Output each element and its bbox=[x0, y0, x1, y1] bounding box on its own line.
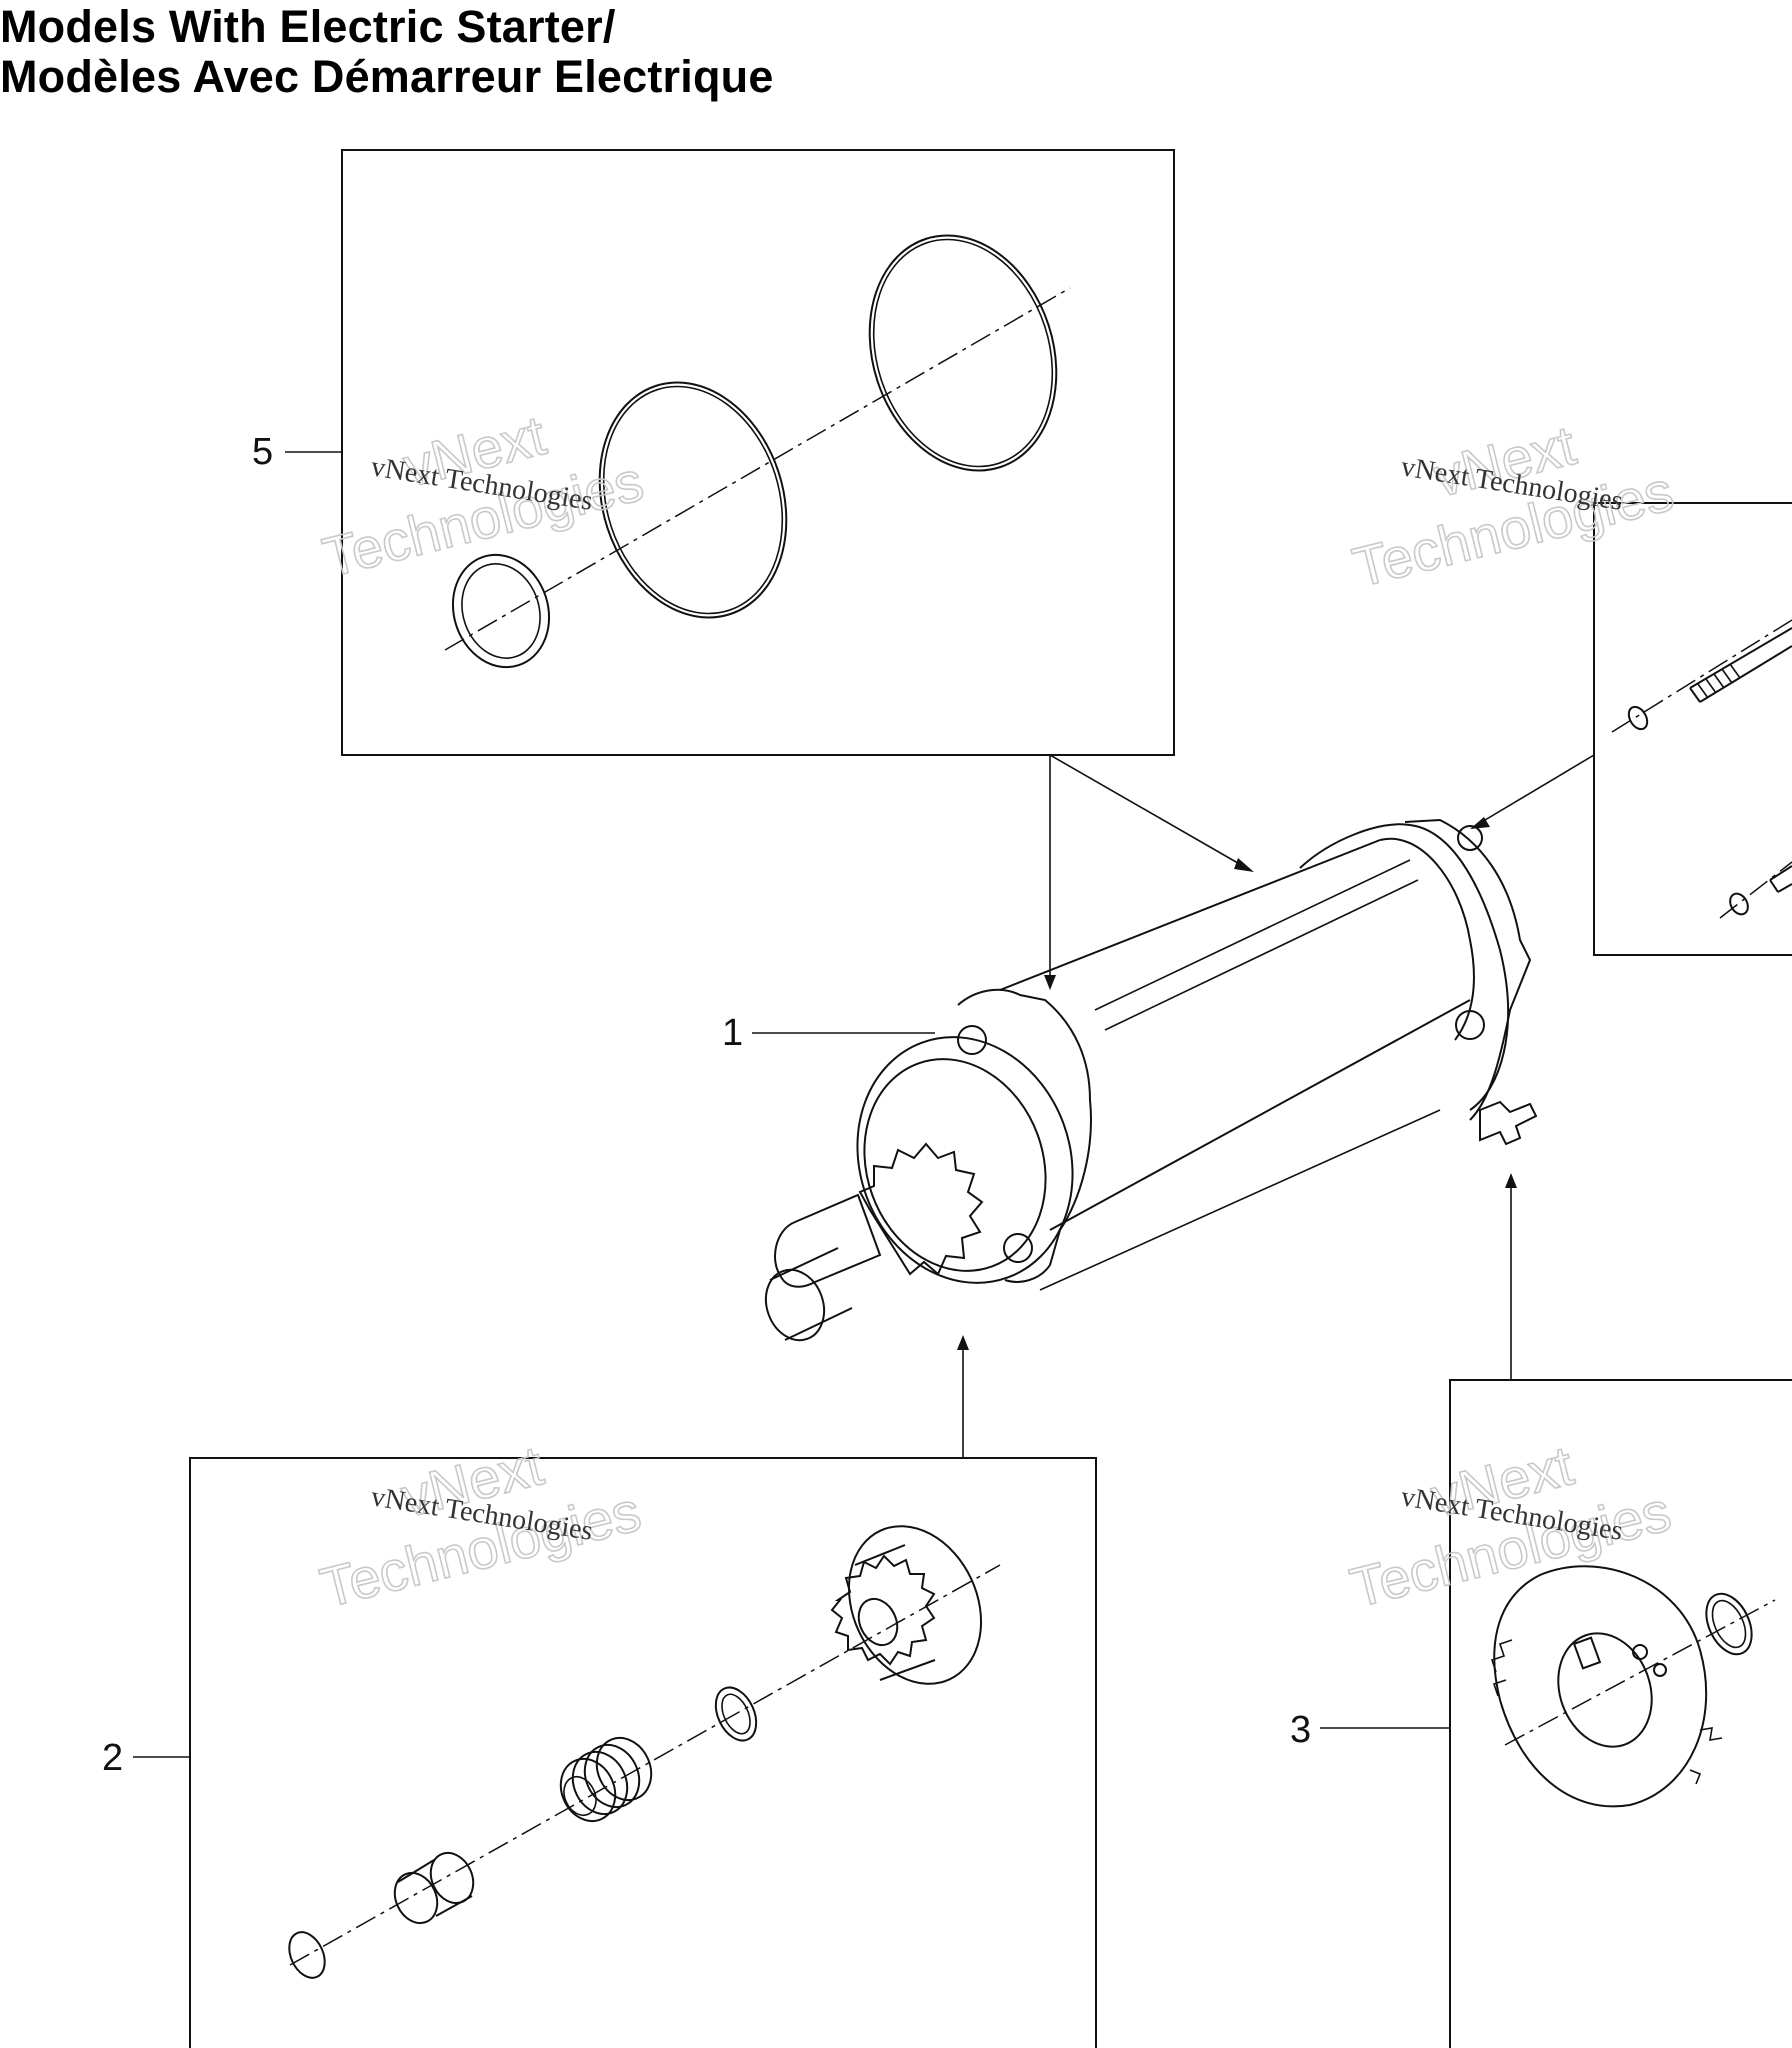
leader-lines bbox=[133, 451, 1595, 1758]
pinion-gear bbox=[830, 1525, 983, 1685]
callout-3: 3 bbox=[1290, 1709, 1311, 1751]
starter-motor bbox=[764, 818, 1538, 1342]
arrow-2-head bbox=[957, 1335, 969, 1350]
title-line-english: Models With Electric Starter/ bbox=[0, 1, 616, 52]
upper-washer bbox=[1627, 705, 1649, 731]
page-title: Models With Electric Starter/ Modèles Av… bbox=[0, 2, 774, 102]
callout-1: 1 bbox=[722, 1012, 743, 1054]
lower-washer bbox=[1729, 892, 1749, 916]
small-sealing-ring bbox=[451, 553, 551, 669]
detail-box-2 bbox=[189, 1457, 1097, 2048]
drive-spring bbox=[559, 1736, 653, 1823]
small-sealing-ring-inner bbox=[461, 563, 541, 659]
detail-box-3 bbox=[1449, 1379, 1792, 2048]
stud-axis-upper bbox=[1611, 619, 1792, 733]
callout-5: 5 bbox=[252, 431, 273, 473]
upper-stud bbox=[1689, 627, 1792, 703]
callout-2: 2 bbox=[102, 1737, 123, 1779]
detail-box-3-frame bbox=[1449, 1379, 1792, 2048]
arrow-5a-head bbox=[1044, 975, 1056, 990]
lower-stud bbox=[1769, 865, 1792, 893]
large-o-ring bbox=[868, 234, 1058, 472]
arrow-3-head bbox=[1505, 1173, 1517, 1188]
lock-plate bbox=[1490, 1565, 1723, 1808]
drive-snap-ring bbox=[714, 1686, 758, 1742]
drive-snap-ring-inner bbox=[721, 1693, 751, 1735]
arrow-4 bbox=[1474, 754, 1595, 827]
medium-o-ring bbox=[598, 381, 788, 619]
plate-washer-inner bbox=[1711, 1599, 1747, 1649]
detail-box-4-frame bbox=[1593, 502, 1792, 956]
o-ring-axis bbox=[444, 287, 1071, 651]
plate-axis bbox=[1504, 1599, 1776, 1746]
detail-box-2-frame bbox=[189, 1457, 1097, 2048]
title-line-french: Modèles Avec Démarreur Electrique bbox=[0, 51, 774, 102]
arrow-4-head bbox=[1470, 817, 1490, 829]
large-o-ring-inner bbox=[872, 238, 1054, 468]
drive-sleeve bbox=[393, 1851, 475, 1925]
plate-washer bbox=[1705, 1592, 1753, 1656]
drive-axis bbox=[289, 1564, 1001, 1966]
arrow-5b-head bbox=[1234, 858, 1254, 872]
medium-o-ring-inner bbox=[602, 385, 784, 615]
detail-box-4 bbox=[1593, 502, 1792, 956]
arrow-5b bbox=[1049, 754, 1251, 871]
drive-circlip bbox=[288, 1931, 326, 1979]
